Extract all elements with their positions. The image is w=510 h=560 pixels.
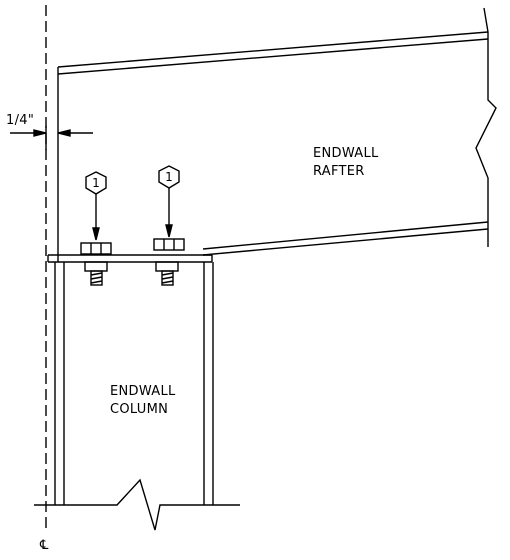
bolt-left-washer [84, 261, 108, 272]
hex-tag-right [158, 165, 180, 189]
dim-arrow-right [57, 129, 71, 137]
rafter-break-line [475, 7, 497, 247]
rafter-label-line1: ENDWALL [313, 146, 379, 161]
bolt-right-washer [155, 261, 179, 272]
endwall-column [34, 262, 240, 531]
column-label-line2: COLUMN [110, 402, 168, 417]
leader-right-arrow [165, 224, 173, 238]
offset-dimension [10, 126, 93, 150]
hex-tag-left [85, 171, 107, 195]
dim-arrow-left [33, 129, 47, 137]
bolt-right-nut [153, 238, 185, 251]
rafter-label-line2: RAFTER [313, 164, 365, 179]
hex-tag-left-number: 1 [92, 176, 100, 190]
cap-plate [47, 254, 213, 263]
leader-left-arrow [92, 227, 100, 241]
endwall-rafter [57, 7, 497, 262]
column-break-line [34, 478, 240, 531]
offset-dimension-label: 1/4" [6, 113, 34, 128]
bolt-left-thread [90, 270, 103, 286]
bolt-left-nut [80, 242, 112, 255]
bolt-right-thread [161, 270, 174, 286]
bolt-left [80, 242, 112, 286]
column-label-line1: ENDWALL [110, 384, 176, 399]
hex-tag-right-number: 1 [165, 170, 173, 184]
bolt-right [153, 238, 185, 286]
centerline-symbol: ℄ [39, 538, 49, 553]
